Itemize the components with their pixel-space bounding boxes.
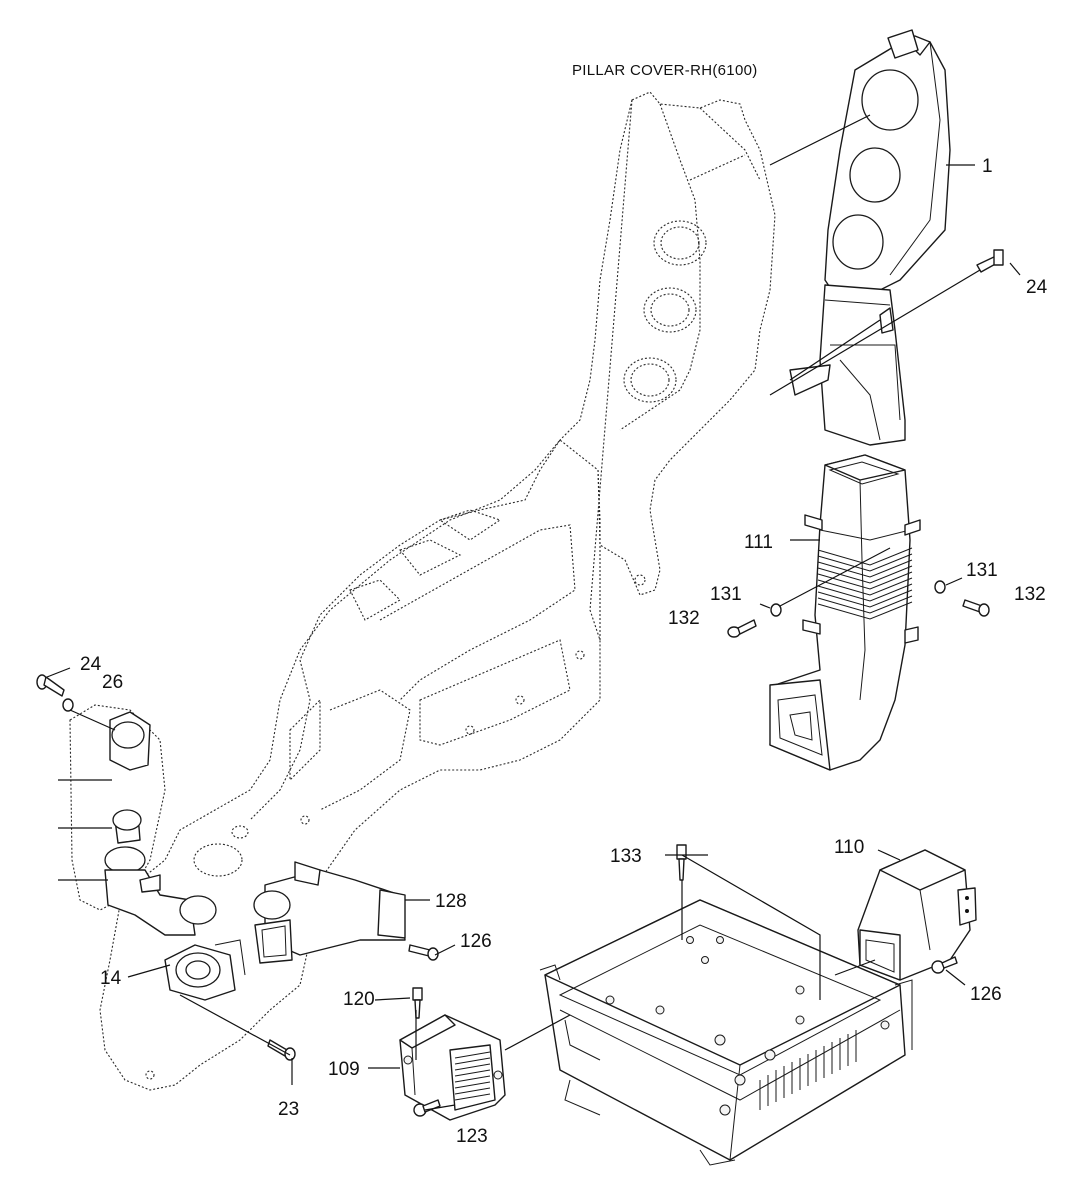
callout-24-left: 24 — [80, 654, 102, 675]
screw-120-icon — [412, 987, 423, 1019]
washer-26-icon — [62, 698, 74, 712]
callout-123: 123 — [456, 1126, 488, 1147]
callout-26: 26 — [102, 672, 123, 693]
part-110-rear-duct — [857, 849, 977, 981]
callout-133: 133 — [610, 846, 642, 867]
callout-132-left: 132 — [668, 608, 700, 629]
cover-grille — [454, 1051, 491, 1101]
callout-1: 1 — [982, 156, 993, 177]
screw-123-icon — [413, 1099, 441, 1117]
screw-126-right-icon — [931, 956, 958, 974]
leader-lines — [46, 114, 1021, 1111]
part-1-upper-vent-duct — [789, 29, 951, 446]
callout-111: 111 — [744, 532, 773, 553]
bellows-ribs — [817, 547, 913, 620]
screw-132-left-icon — [727, 619, 757, 638]
callout-128: 128 — [435, 891, 467, 912]
screw-126-left-icon — [408, 944, 439, 961]
part-109-cover — [399, 1014, 506, 1121]
callout-109: 109 — [328, 1059, 360, 1080]
diagram-title: PILLAR COVER-RH(6100) — [572, 62, 758, 79]
callout-126-right: 126 — [970, 984, 1002, 1005]
washer-131-right-icon — [934, 580, 946, 594]
part-111-bellows-duct — [769, 454, 921, 771]
screw-133-icon — [676, 844, 687, 881]
callout-126-left: 126 — [460, 931, 492, 952]
callout-131-left: 131 — [710, 584, 742, 605]
screw-24-top-icon — [976, 249, 1004, 273]
callout-120: 120 — [343, 989, 375, 1010]
unit-grille — [759, 1030, 857, 1110]
callout-110: 110 — [834, 837, 864, 858]
washer-131-left-icon — [770, 603, 782, 617]
callout-23: 23 — [278, 1099, 299, 1120]
fasteners — [36, 249, 1004, 1117]
screw-24-left-icon — [36, 674, 65, 697]
callout-24-top: 24 — [1026, 277, 1048, 298]
hvac-unit — [539, 899, 913, 1166]
left-duct-fittings — [69, 704, 246, 1001]
screw-132-right-icon — [962, 599, 990, 617]
callout-131-right: 131 — [966, 560, 998, 581]
callout-14: 14 — [100, 968, 122, 989]
part-128-duct-connector — [253, 861, 406, 964]
callout-132-right: 132 — [1014, 584, 1046, 605]
